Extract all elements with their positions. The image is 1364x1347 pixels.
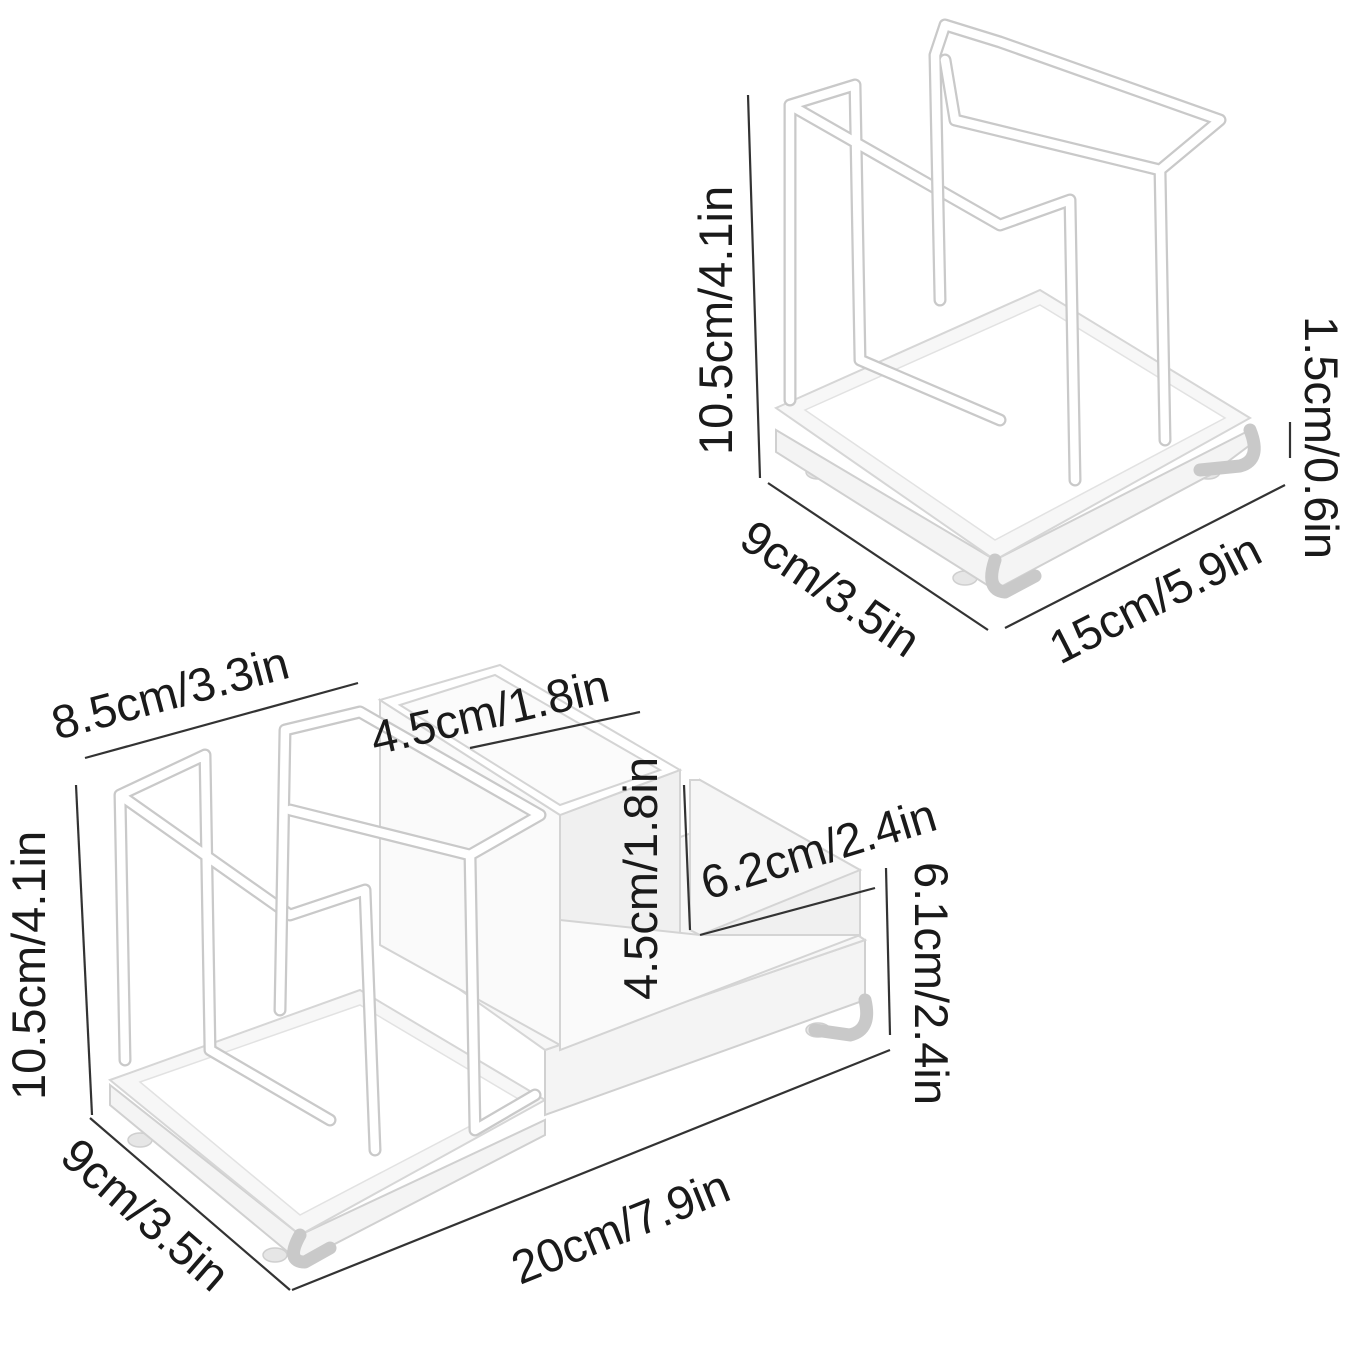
large-holder-height-label: 10.5cm/4.1in [2,831,55,1100]
small-holder-width-line [1004,484,1286,629]
large-holder-length-label: 20cm/7.9in [504,1159,737,1294]
small-holder-front-curl [985,553,1042,599]
large-holder-tray-inset [138,1004,522,1216]
small-holder: 10.5cm/4.1in 9cm/3.5in 15cm/5.9in 1.5cm/… [689,18,1348,674]
large-holder-height-line [74,784,94,1116]
large-holder-compartment [559,778,863,1052]
large-holder-front-curl [287,1228,337,1269]
large-holder-cup-depth-line [682,784,692,931]
large-holder: 8.5cm/3.3in 10.5cm/4.1in 9cm/3.5in 20cm/… [2,636,958,1302]
large-holder-cup-width-line [469,710,641,750]
large-holder-compartment-height-line [884,867,892,1036]
small-holder-depth-line [767,482,989,631]
small-holder-height-line [746,94,762,479]
small-holder-side-curl [1193,423,1261,477]
large-holder-top-width-label: 8.5cm/3.3in [46,636,294,750]
small-holder-tray-inset [803,304,1227,541]
small-holder-depth-label: 9cm/3.5in [731,509,930,667]
large-holder-right-curl [808,993,874,1042]
large-holder-length-line [291,1048,891,1292]
small-holder-tray-edge [775,428,1251,592]
small-holder-height-label: 10.5cm/4.1in [689,186,742,455]
large-holder-wire-frame [113,705,547,1157]
large-holder-compartment-width-line [699,886,876,937]
large-holder-foot [262,1247,288,1263]
large-holder-cup-depth-label: 4.5cm/1.8in [614,757,667,1000]
small-holder-base-height-label: 1.5cm/0.6in [1295,316,1348,559]
large-holder-depth-line [89,1117,291,1291]
small-holder-wire-frame [783,18,1227,487]
large-holder-top-width-line [84,681,359,760]
large-holder-compartment-height-label: 6.1cm/2.4in [905,862,958,1105]
